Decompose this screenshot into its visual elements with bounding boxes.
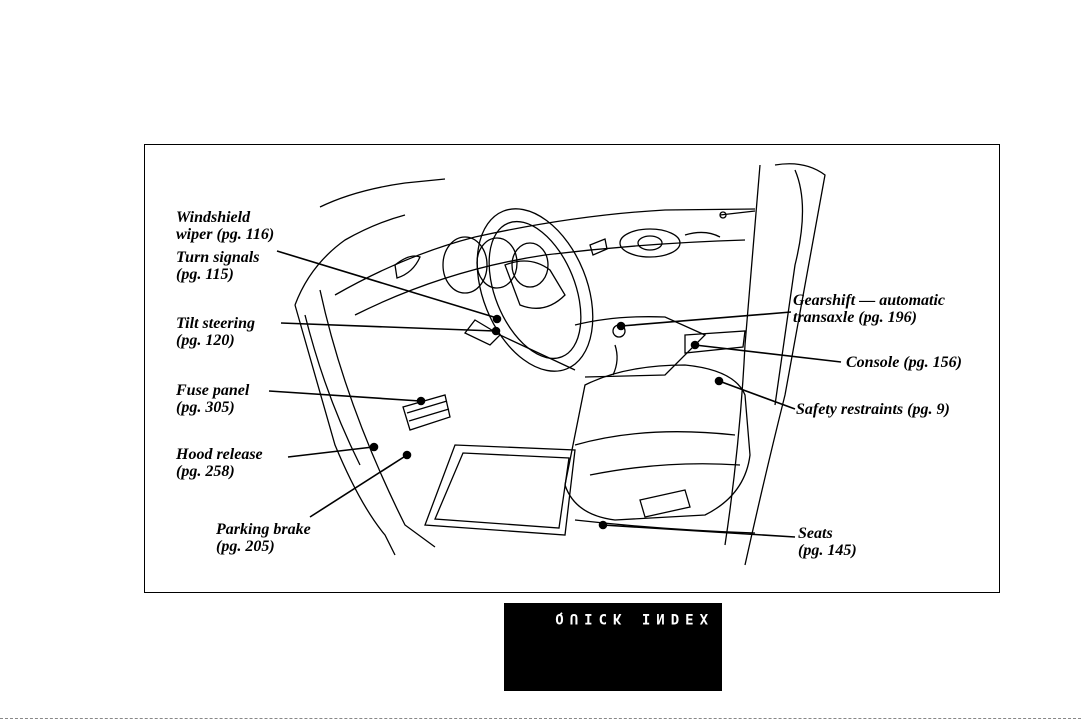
callout-parking-brake: Parking brake (pg. 205): [216, 521, 311, 555]
page-bottom-rule: [0, 718, 1081, 719]
callout-hood-release: Hood release (pg. 258): [176, 446, 263, 480]
callout-gearshift: Gearshift — automatic transaxle (pg. 196…: [793, 292, 945, 326]
quick-index-label: QUICK INDEX: [555, 610, 714, 626]
callout-console: Console (pg. 156): [846, 354, 962, 371]
callout-safety-restraints: Safety restraints (pg. 9): [796, 401, 950, 418]
callout-windshield-wiper: Windshield wiper (pg. 116): [176, 209, 274, 243]
interior-diagram-frame: Windshield wiper (pg. 116) Turn signals …: [144, 144, 1000, 593]
quick-index-tab[interactable]: QUICK INDEX: [504, 603, 722, 691]
callout-fuse-panel: Fuse panel (pg. 305): [176, 382, 249, 416]
callout-turn-signals: Turn signals (pg. 115): [176, 249, 259, 283]
callout-tilt-steering: Tilt steering (pg. 120): [176, 315, 255, 349]
callout-seats: Seats (pg. 145): [798, 525, 857, 559]
